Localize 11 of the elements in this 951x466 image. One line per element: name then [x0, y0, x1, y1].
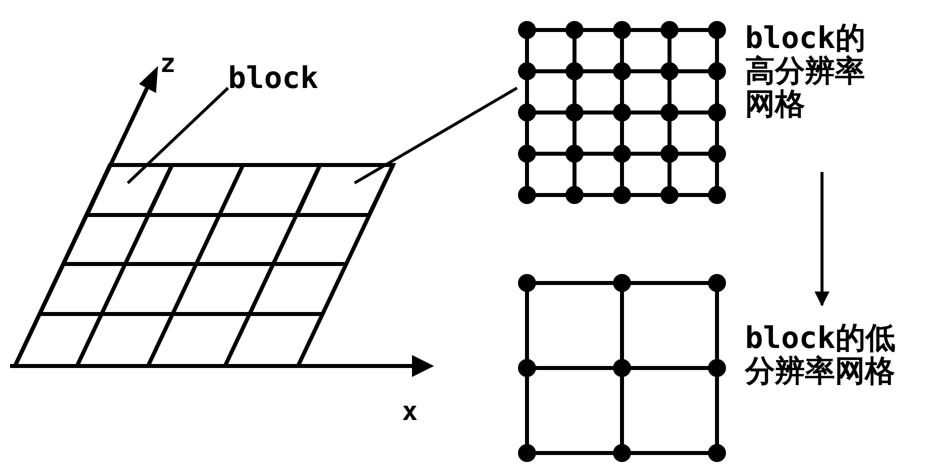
dotted-grid-drawing	[517, 20, 727, 205]
block-label: block	[228, 62, 346, 95]
grid-caption: block的低分辨率网格	[745, 322, 896, 388]
leader-line	[354, 86, 518, 184]
leader-line	[126, 86, 230, 184]
axis-label: z	[160, 50, 176, 79]
mesh-cell	[87, 165, 172, 215]
axis-label: x	[402, 398, 418, 427]
grid-caption: block的高分辨率网格	[745, 22, 866, 121]
dotted-grid-drawing	[517, 273, 727, 463]
arrow	[814, 172, 830, 306]
